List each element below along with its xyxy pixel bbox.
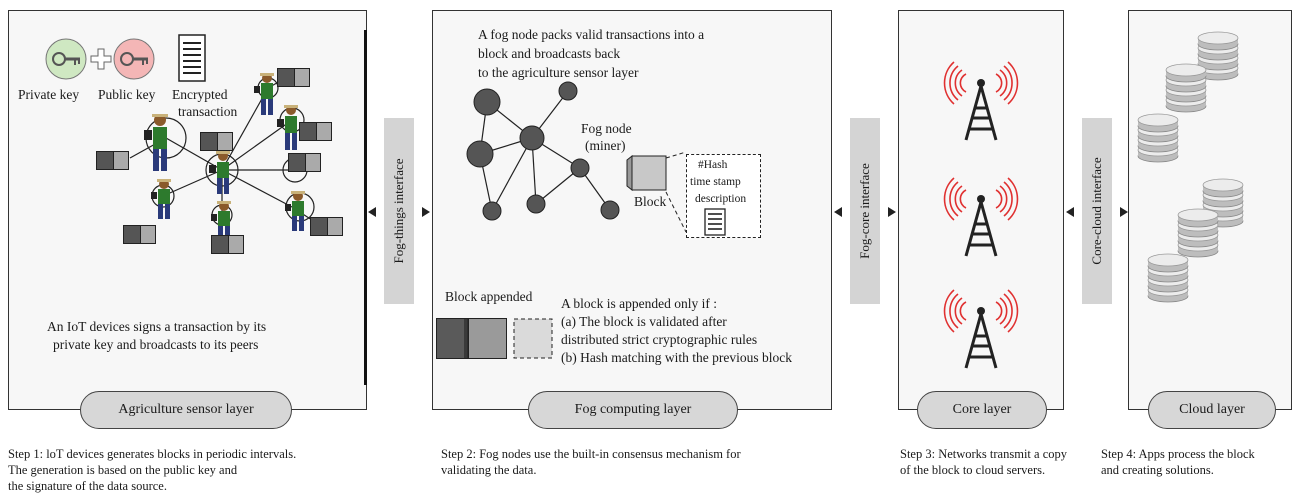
device-icon: [288, 153, 321, 172]
farmer-sensor-icon: [211, 201, 231, 241]
farmer-sensor-icon: [144, 114, 168, 171]
append-rule-a-cont: distributed strict cryptographic rules: [561, 332, 758, 347]
block-label: Block: [634, 194, 667, 209]
farmer-sensor-icon: [277, 105, 298, 150]
fog-title-line1: A fog node packs valid transactions into…: [478, 27, 705, 42]
fog-computing-layer-label: Fog computing layer: [528, 391, 738, 429]
bidirectional-arrow-icon: [368, 207, 430, 217]
append-rule-b: (b) Hash matching with the previous bloc…: [561, 350, 792, 365]
panel-edge: [364, 30, 367, 385]
block-appended-label: Block appended: [445, 289, 533, 304]
agriculture-description-line1: An IoT devices signs a transaction by it…: [47, 319, 267, 334]
core-panel: [898, 10, 1064, 410]
farmer-sensor-icon: [151, 179, 171, 219]
core-layer-label: Core layer: [917, 391, 1047, 429]
fog-things-interface: Fog-things interface: [384, 118, 414, 304]
document-icon: [178, 34, 206, 82]
device-icon: [211, 235, 244, 254]
step4-line1: Step 4: Apps process the block: [1101, 447, 1255, 461]
step2-line2: validating the data.: [441, 463, 537, 477]
description-label: description: [695, 193, 747, 205]
device-icon: [299, 122, 332, 141]
public-key-label: Public key: [98, 87, 156, 102]
callout-lines: [665, 151, 687, 233]
append-rule-a: (a) The block is validated after: [561, 314, 727, 329]
encrypted-label: Encrypted: [172, 87, 228, 102]
farmer-sensor-icon: [285, 191, 305, 231]
device-icon: [123, 225, 156, 244]
fog-core-interface: Fog-core interface: [850, 118, 880, 304]
agriculture-sensor-layer-label: Agriculture sensor layer: [80, 391, 292, 429]
radio-tower-icon: [943, 289, 1019, 369]
database-stacks: [1128, 10, 1292, 390]
cloud-layer-label: Cloud layer: [1148, 391, 1276, 429]
radio-tower-icon: [943, 61, 1019, 141]
database-icon: [1166, 64, 1206, 112]
step2-line1: Step 2: Fog nodes use the built-in conse…: [441, 447, 741, 461]
database-icon: [1178, 209, 1218, 257]
key-icon: [45, 38, 87, 80]
key-icon: [113, 38, 155, 80]
private-key-label: Private key: [18, 87, 80, 102]
step3-line2: of the block to cloud servers.: [900, 463, 1046, 477]
fog-node-label: Fog node: [581, 121, 632, 136]
database-icon: [1138, 114, 1178, 162]
plus-icon: [90, 48, 112, 70]
fog-title-line3: to the agriculture sensor layer: [478, 65, 639, 80]
database-icon: [1148, 254, 1188, 302]
hash-label: #Hash: [698, 159, 728, 171]
step4-line2: and creating solutions.: [1101, 463, 1214, 477]
step1-line1: Step 1: loT devices generates blocks in …: [8, 447, 297, 461]
device-icon: [277, 68, 310, 87]
block-cube-icon: [626, 154, 667, 192]
miner-label: (miner): [585, 138, 626, 153]
step3-line1: Step 3: Networks transmit a copy: [900, 447, 1067, 461]
step1-line2: The generation is based on the public ke…: [8, 463, 238, 477]
device-icon: [200, 132, 233, 151]
document-icon: [704, 208, 726, 236]
farmer-sensor-icon: [209, 151, 230, 194]
core-cloud-interface: Core-cloud interface: [1082, 118, 1112, 304]
farmer-sensor-icon: [254, 73, 274, 115]
transaction-label: transaction: [178, 104, 238, 119]
radio-tower-icon: [943, 177, 1019, 257]
device-icon: [96, 151, 129, 170]
append-rule-heading: A block is appended only if :: [561, 296, 717, 311]
agriculture-description-line2: private key and broadcasts to its peers: [53, 337, 259, 352]
fog-title-line2: block and broadcasts back: [478, 46, 621, 61]
bidirectional-arrow-icon: [1066, 207, 1128, 217]
fog-node-network: [466, 81, 620, 221]
device-icon: [310, 217, 343, 236]
step1-line3: the signature of the data source.: [8, 479, 167, 493]
timestamp-label: time stamp: [690, 176, 741, 188]
bidirectional-arrow-icon: [834, 207, 896, 217]
blockchain-icon: [436, 318, 553, 359]
